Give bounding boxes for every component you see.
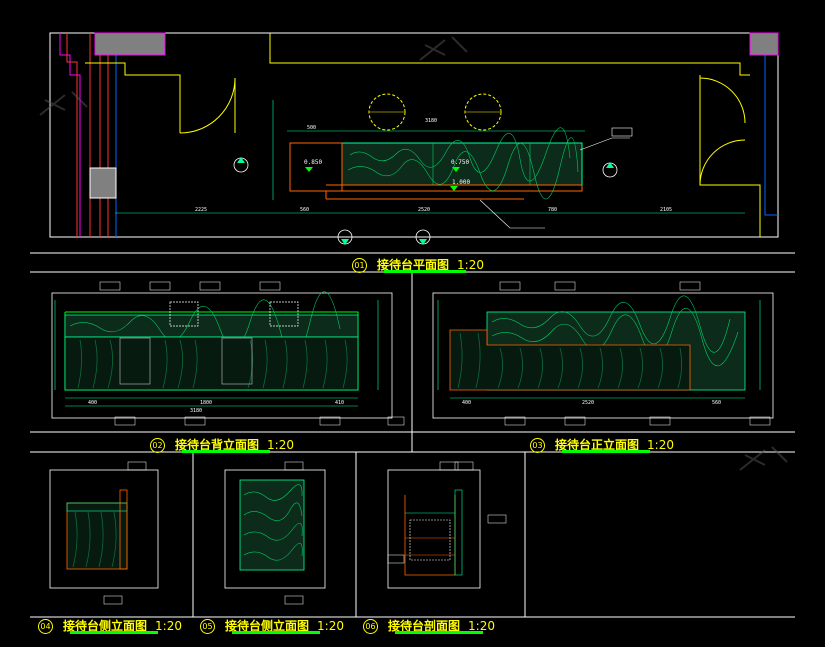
front-elevation-view: 400 2520 560 — [432, 281, 774, 426]
front-elevation-scale: 1:20 — [647, 438, 674, 452]
side-elevation-a-view — [49, 461, 159, 605]
front-elevation-number: 03 — [530, 438, 545, 453]
side-elevation-a-number: 04 — [38, 619, 53, 634]
back-dim-1: 3180 — [190, 408, 202, 414]
back-dim-4: 410 — [335, 400, 344, 406]
section-title: 06 接待台剖面图 1:20 — [363, 617, 495, 634]
front-dim-3: 560 — [712, 400, 721, 406]
front-dim-2: 2520 — [582, 400, 594, 406]
plan-dim-bottom-1: 2225 — [195, 207, 207, 213]
plan-dim-bottom-5: 2105 — [660, 207, 672, 213]
plan-title: 01 接待台平面图 1:20 — [352, 256, 484, 273]
side-elevation-b-title: 05 接待台侧立面图 1:20 — [200, 617, 344, 634]
back-elevation-scale: 1:20 — [267, 438, 294, 452]
side-elevation-b-view — [224, 461, 326, 605]
side-elevation-b-title-text: 接待台侧立面图 — [225, 619, 310, 633]
section-number: 06 — [363, 619, 378, 634]
side-elevation-b-title-underline — [232, 631, 320, 634]
side-elevation-b-number: 05 — [200, 619, 215, 634]
section-view — [387, 461, 507, 589]
plan-level-2: 0.750 — [451, 159, 469, 166]
back-elevation-view: 3180 400 1800 410 — [51, 281, 405, 426]
plan-dim-top-2: 3180 — [425, 118, 437, 124]
watermark — [39, 36, 788, 471]
front-elevation-title: 03 接待台正立面图 1:20 — [530, 436, 674, 453]
back-elevation-title: 02 接待台背立面图 1:20 — [150, 436, 294, 453]
plan-title-underline — [384, 270, 466, 273]
back-dim-3: 1800 — [200, 400, 212, 406]
plan-dim-bottom-4: 780 — [548, 207, 557, 213]
side-elevation-a-title-text: 接待台侧立面图 — [63, 619, 148, 633]
plan-level-3: 1.000 — [452, 179, 470, 186]
front-elevation-title-underline — [562, 450, 650, 453]
back-dim-2: 400 — [88, 400, 97, 406]
plan-dim-bottom-3: 2520 — [418, 207, 430, 213]
front-dim-1: 400 — [462, 400, 471, 406]
back-elevation-number: 02 — [150, 438, 165, 453]
front-elevation-title-text: 接待台正立面图 — [555, 438, 640, 452]
section-title-underline — [395, 631, 483, 634]
plan-view: 500 3180 2225 560 2520 780 2105 0.850 0.… — [49, 32, 779, 245]
plan-title-text: 接待台平面图 — [377, 258, 450, 272]
plan-dim-bottom-2: 560 — [300, 207, 309, 213]
plan-number: 01 — [352, 258, 367, 273]
plan-scale: 1:20 — [457, 258, 484, 272]
section-title-text: 接待台剖面图 — [388, 619, 461, 633]
sheet-frame — [30, 252, 795, 618]
side-elevation-b-scale: 1:20 — [317, 619, 344, 633]
back-elevation-title-underline — [182, 450, 270, 453]
plan-level-1: 0.850 — [304, 159, 322, 166]
section-scale: 1:20 — [468, 619, 495, 633]
plan-dim-top-1: 500 — [307, 125, 316, 131]
back-elevation-title-text: 接待台背立面图 — [175, 438, 260, 452]
side-elevation-a-scale: 1:20 — [155, 619, 182, 633]
side-elevation-a-title: 04 接待台侧立面图 1:20 — [38, 617, 182, 634]
side-elevation-a-title-underline — [70, 631, 158, 634]
